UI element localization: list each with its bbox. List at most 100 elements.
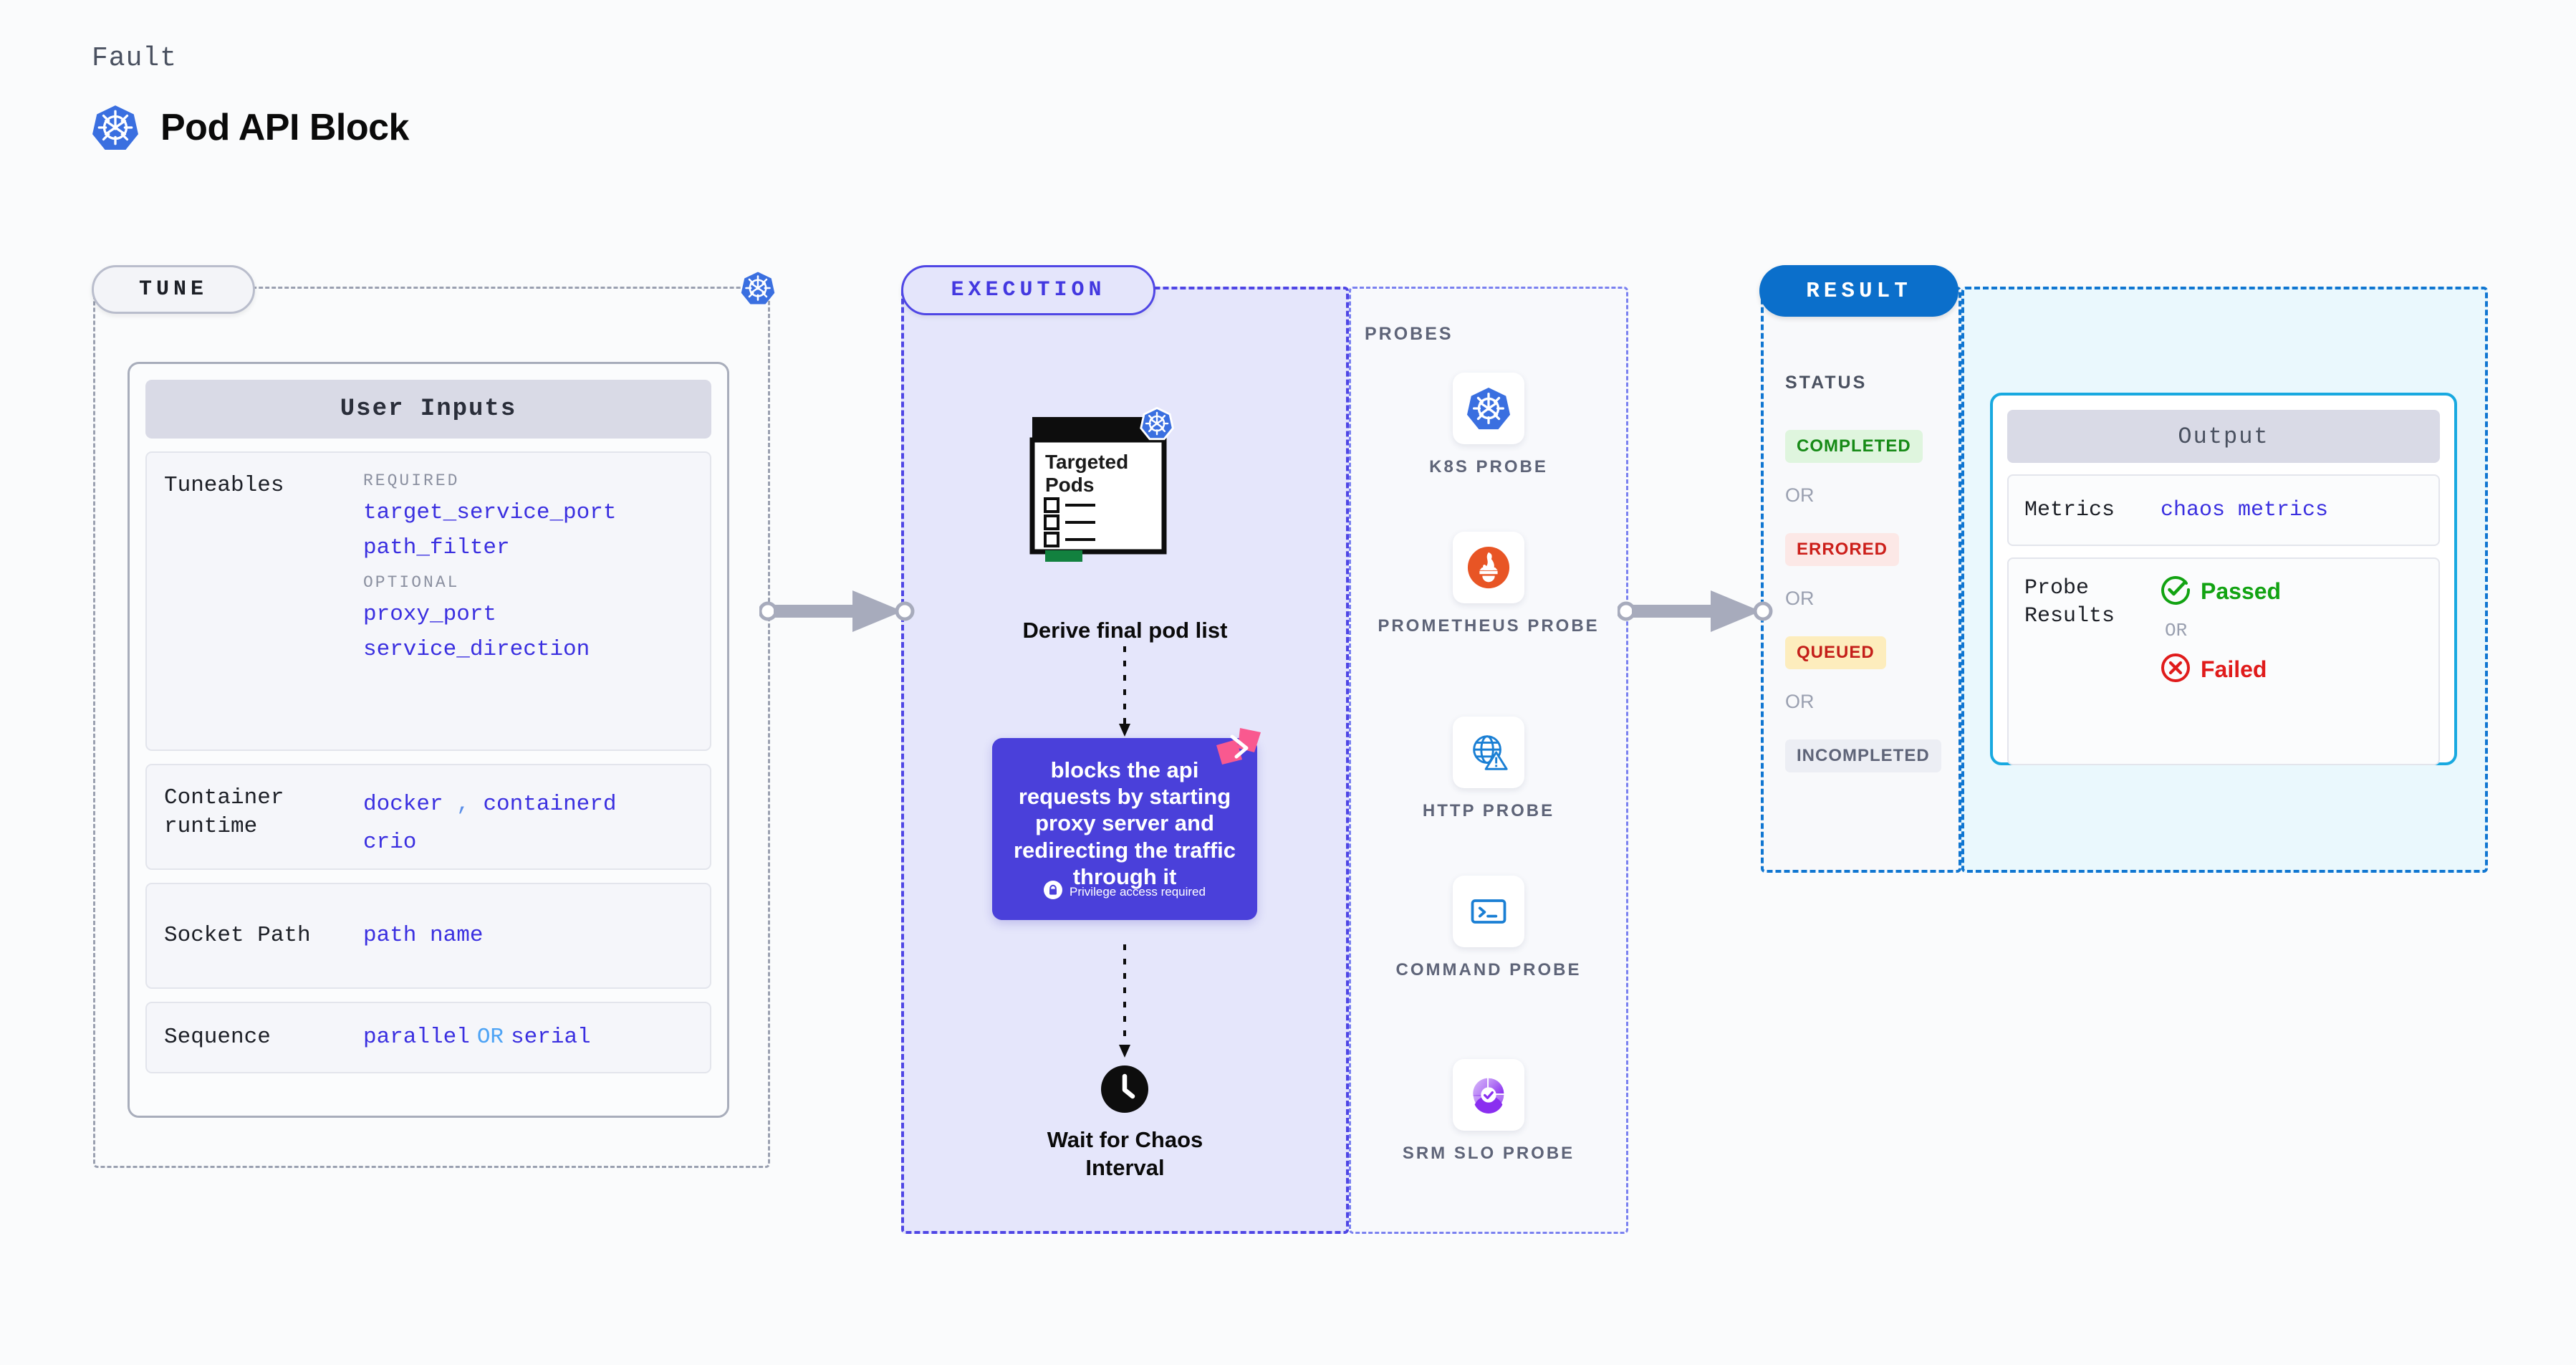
probe-http-label: HTTP PROBE [1422,801,1555,820]
svg-text:Targeted: Targeted [1045,451,1128,473]
probe-results-label: Probe Results [2024,576,2115,628]
output-row-probe-results: Probe Results Passed OR [2007,557,2440,765]
metrics-value[interactable]: chaos metrics [2161,498,2329,522]
probe-result-passed: Passed [2161,575,2281,608]
sequence-serial[interactable]: serial [511,1024,591,1050]
kubernetes-icon [1466,387,1511,430]
clock-icon [1100,1065,1149,1117]
probe-prometheus-tile [1453,532,1524,603]
user-inputs-title: User Inputs [145,380,711,439]
optional-heading: OPTIONAL [363,573,460,592]
page-header: Fault [92,43,409,151]
connector-execution-to-result [1616,586,1775,640]
sequence-label: Sequence [164,1025,271,1050]
page-title: Pod API Block [160,107,409,148]
kubernetes-icon [92,104,139,151]
tune-tag: TUNE [92,265,255,314]
runtime-crio[interactable]: crio [363,829,417,855]
status-badge-completed: COMPLETED [1785,430,1923,463]
probe-result-failed: Failed [2161,653,2281,686]
terminal-icon [1471,899,1506,924]
wait-label-line2: Interval [1085,1154,1165,1180]
tuneable-path-filter[interactable]: path_filter [363,535,510,560]
status-or-1: OR [1785,484,1815,506]
action-description-box: blocks the api requests by starting prox… [992,738,1257,920]
tuneable-proxy-port[interactable]: proxy_port [363,602,497,627]
output-row-metrics: Metrics chaos metrics [2007,474,2440,546]
probe-k8s[interactable]: K8S PROBE [1349,373,1628,479]
privilege-notice: Privilege access required [992,881,1257,903]
check-circle-icon [2161,575,2191,608]
probe-srm-slo-tile [1453,1059,1524,1131]
tune-panel [93,287,770,1168]
probe-command-label: COMMAND PROBE [1395,960,1582,980]
execution-tag: EXECUTION [901,265,1155,315]
probe-srm-slo-label: SRM SLO PROBE [1402,1144,1575,1163]
socket-path-value[interactable]: path name [363,922,484,948]
arrow-derive-to-action [1115,646,1135,742]
prometheus-icon [1467,546,1510,589]
probe-http[interactable]: HTTP PROBE [1349,717,1628,823]
targeted-pods-graphic: Targeted Pods [1029,406,1186,563]
runtime-line-1: docker , containerd [363,788,693,822]
status-title: STATUS [1785,373,1868,393]
tuneables-values: REQUIRED target_service_port path_filter… [357,471,693,731]
probes-title: PROBES [1365,324,1453,344]
tuneables-label: Tuneables [164,473,284,498]
sequence-or: OR [476,1024,504,1050]
probe-srm-slo[interactable]: SRM SLO PROBE [1349,1059,1628,1165]
status-badge-queued: QUEUED [1785,636,1886,669]
probe-command-tile [1453,876,1524,947]
status-badge-incompleted: INCOMPLETED [1785,739,1941,772]
user-inputs-card: User Inputs Tuneables REQUIRED target_se… [128,362,729,1118]
derive-pod-list-label: Derive final pod list [1022,618,1228,643]
passed-label: Passed [2201,578,2282,604]
lock-icon [1044,881,1063,903]
wait-label-line1: Wait for Chaos [1047,1127,1203,1152]
status-or-3: OR [1785,691,1815,712]
sequence-values: parallel OR serial [357,1003,693,1072]
x-circle-icon [2161,653,2191,686]
failed-label: Failed [2201,656,2267,682]
action-text: blocks the api requests by starting prox… [1013,757,1236,889]
tune-row-socket-path: Socket Path path name [145,883,711,989]
probe-results-values: Passed OR Failed [2161,575,2281,748]
container-runtime-values: docker , containerd crio [357,784,693,855]
arrow-action-to-wait [1115,944,1135,1063]
tune-row-container-runtime: Container runtime docker , containerd cr… [145,764,711,870]
privilege-text: Privilege access required [1070,884,1206,899]
output-card: Output Metrics chaos metrics Probe Resul… [1990,393,2457,765]
wait-for-chaos-label: Wait for Chaos Interval [901,1126,1349,1182]
metrics-label: Metrics [2024,497,2115,522]
tune-kubernetes-icon [741,271,775,305]
fault-eyebrow: Fault [92,43,178,74]
required-heading: REQUIRED [363,471,460,490]
probe-prometheus[interactable]: PROMETHEUS PROBE [1349,532,1628,638]
probe-prometheus-label: PROMETHEUS PROBE [1378,616,1600,636]
probe-http-tile [1453,717,1524,788]
runtime-containerd[interactable]: containerd [483,792,617,817]
result-tag: RESULT [1759,265,1959,317]
container-runtime-label: Container runtime [164,785,284,839]
tuneable-target-service-port[interactable]: target_service_port [363,500,617,525]
connector-tune-to-execution [758,586,917,640]
runtime-docker[interactable]: docker [363,792,443,817]
title-row: Pod API Block [92,104,409,151]
tuneable-service-direction[interactable]: service_direction [363,637,590,662]
socket-path-label: Socket Path [164,923,311,949]
svg-text:Pods: Pods [1045,474,1094,496]
status-or-2: OR [1785,588,1815,609]
probe-k8s-tile [1453,373,1524,444]
socket-path-values: path name [357,903,693,969]
tune-row-tuneables: Tuneables REQUIRED target_service_port p… [145,451,711,751]
status-badge-errored: ERRORED [1785,533,1900,566]
globe-warning-icon [1473,735,1508,770]
sequence-parallel[interactable]: parallel [363,1024,470,1050]
probe-results-or: OR [2165,620,2188,641]
runtime-separator: , [456,792,470,817]
slo-donut-icon [1473,1078,1504,1113]
probe-k8s-label: K8S PROBE [1429,457,1548,476]
probe-command[interactable]: COMMAND PROBE [1349,876,1628,982]
output-title: Output [2007,410,2440,463]
litmus-icon [1211,727,1264,777]
